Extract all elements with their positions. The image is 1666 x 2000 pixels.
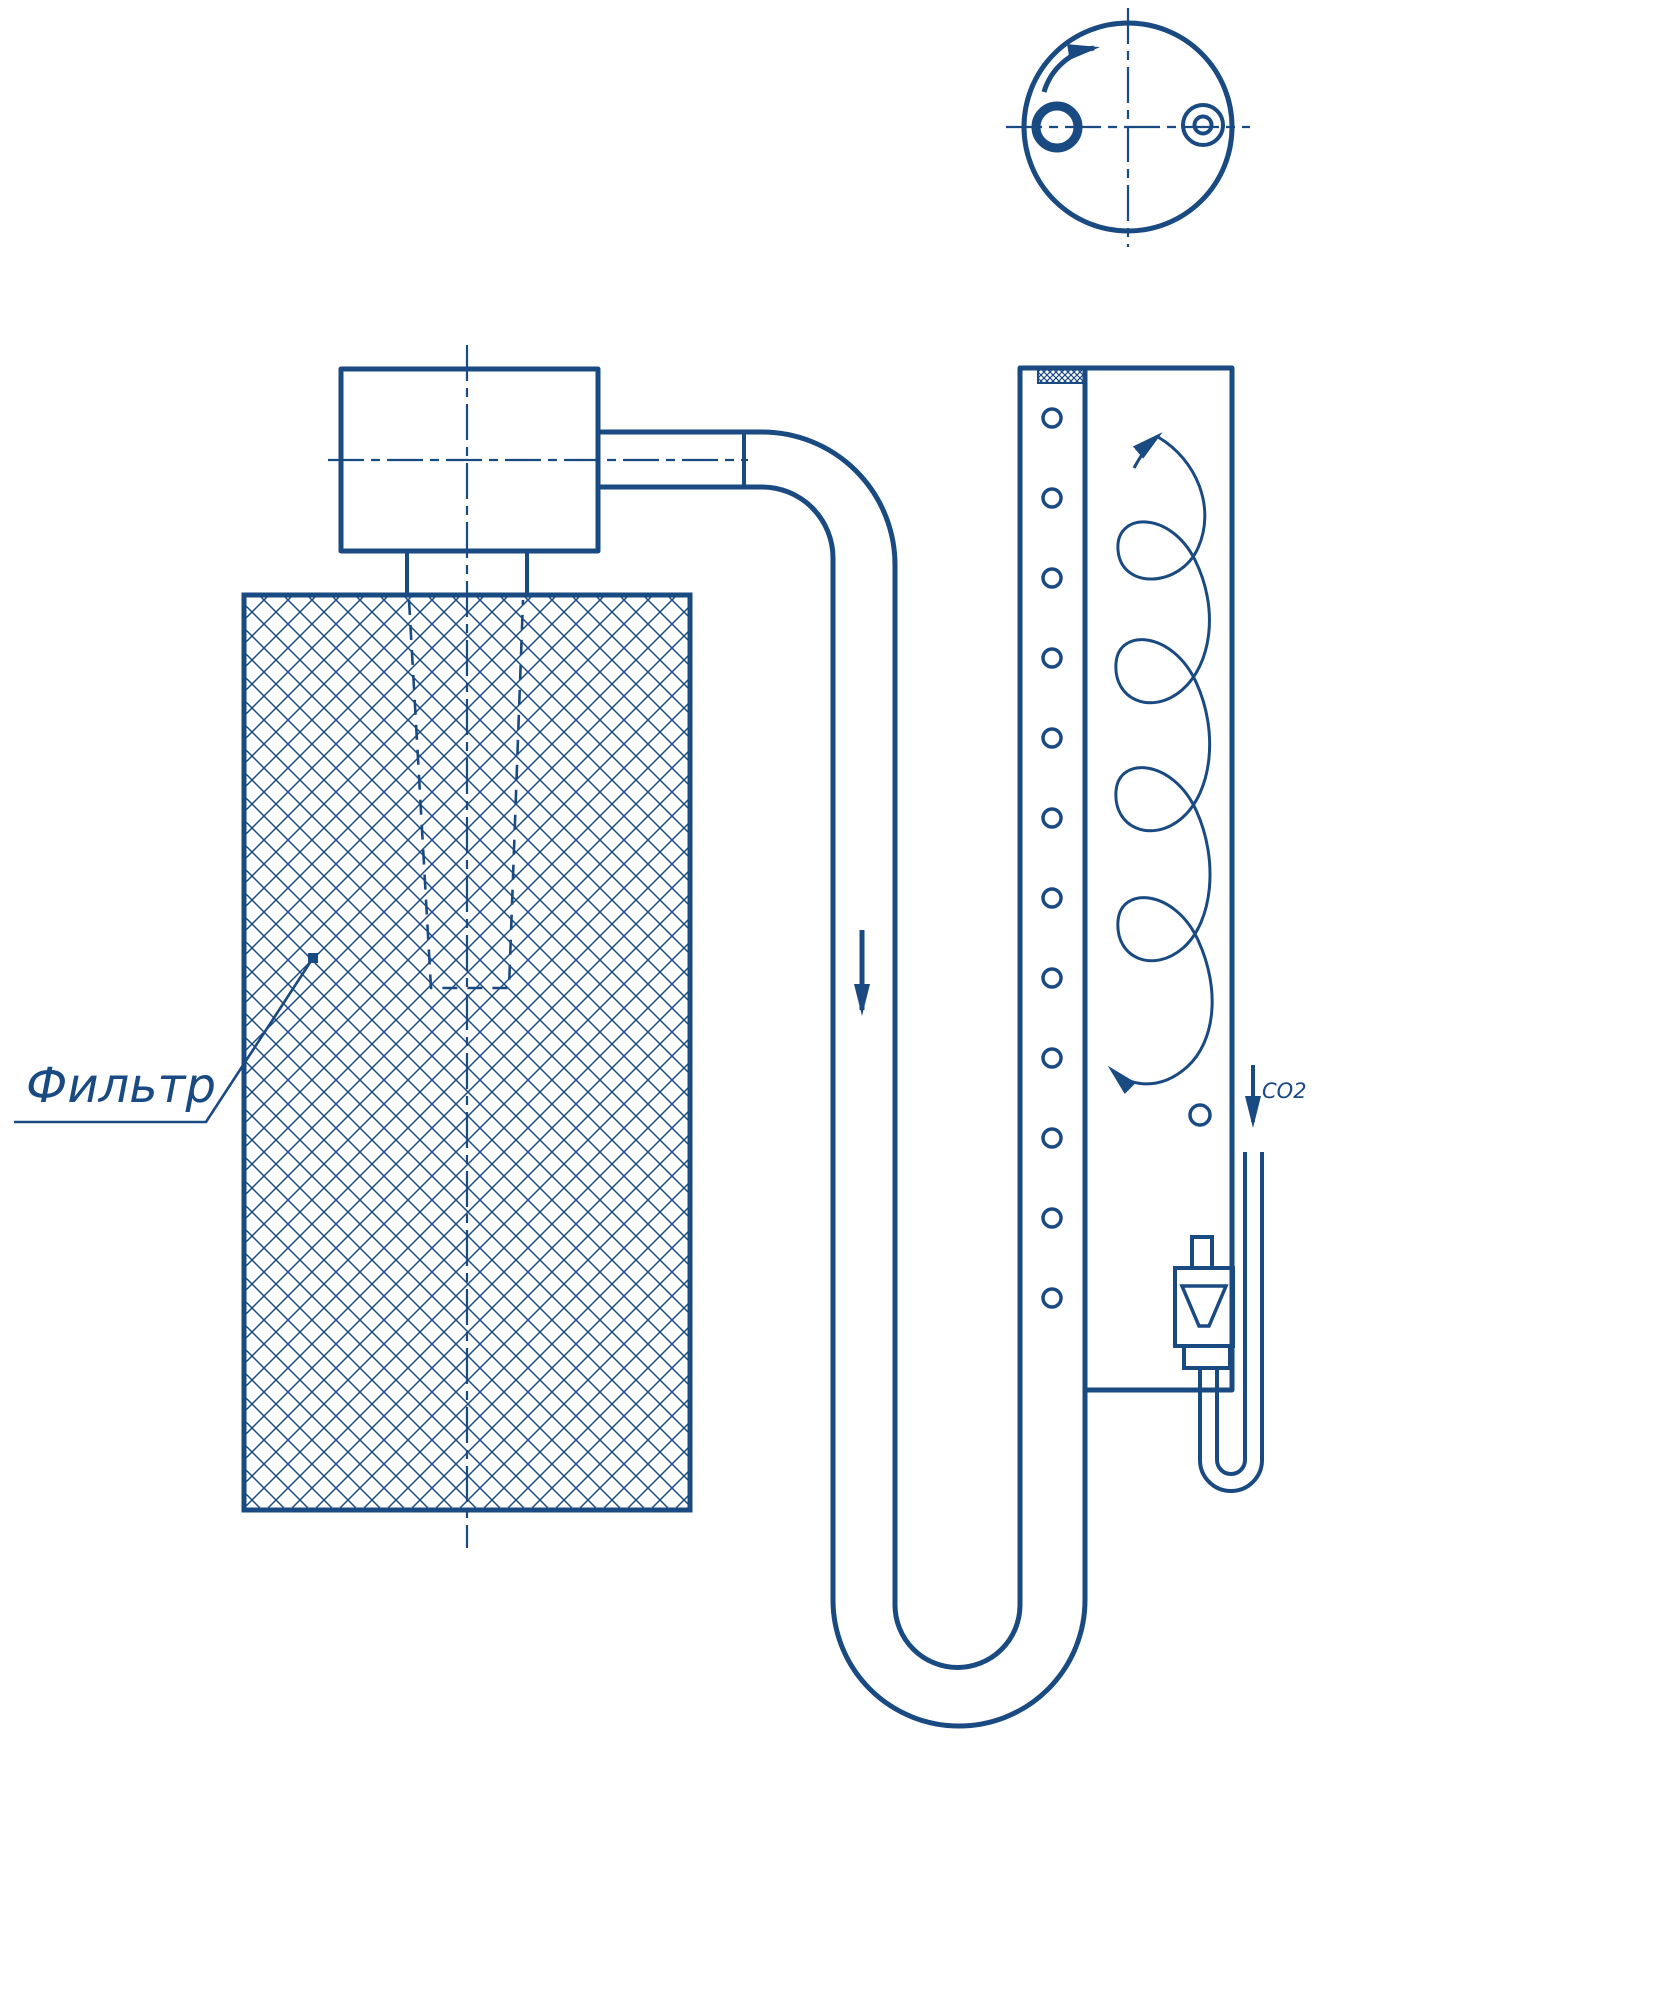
- filter-callout: Фильтр: [14, 953, 318, 1124]
- motor-neck: [405, 551, 529, 595]
- co2-injection-port: [1188, 1103, 1212, 1127]
- filter-body: [241, 592, 693, 1513]
- rotation-arrow-icon: [1041, 44, 1100, 93]
- end-view-inlet-port-circle: [1031, 101, 1083, 153]
- valve-body: [1173, 1266, 1235, 1348]
- motor-box: [338, 366, 601, 595]
- filter-vessel: [241, 592, 693, 1513]
- filter-leader-dot: [308, 953, 318, 963]
- nozzle-valve: [1173, 1235, 1235, 1370]
- spray-holes: [1041, 407, 1063, 1309]
- valve-stem: [1190, 1235, 1214, 1270]
- end-view-outlet-port-inner-circle: [1192, 114, 1214, 136]
- end-view-body-circle: [1021, 20, 1235, 234]
- co2-u-bend-outer: [1198, 1459, 1264, 1493]
- rotor-end-view: [1021, 20, 1235, 234]
- transfer-pipe-and-column: [598, 365, 1235, 1729]
- swirl-top-arrow-icon: [1132, 432, 1163, 469]
- gas-swirl-path: [1107, 435, 1214, 1095]
- valve-flange: [1182, 1344, 1232, 1370]
- co2-inlet-assembly: CO2: [1173, 1065, 1307, 1493]
- pipe-outer-edge-and-channel-wall: [598, 368, 1088, 1729]
- filter-label: Фильтр: [26, 1058, 216, 1114]
- filter-leader-line: [14, 957, 315, 1124]
- pipe-inner-edge-and-column-outline: [598, 365, 1235, 1670]
- end-view-outlet-port-outer-circle: [1181, 103, 1225, 147]
- co2-label: CO2: [1262, 1079, 1307, 1103]
- co2-riser-tube: [1198, 1368, 1219, 1460]
- hidden-inner-tube-outline: [407, 599, 525, 990]
- channel-cap-hatch: [1037, 367, 1086, 384]
- gas-column-internals: [1037, 367, 1214, 1309]
- valve-cone: [1179, 1284, 1229, 1328]
- co2-u-bend-inner: [1215, 1459, 1247, 1476]
- co2-inlet-tube: [1243, 1152, 1264, 1460]
- motor-housing: [338, 366, 601, 554]
